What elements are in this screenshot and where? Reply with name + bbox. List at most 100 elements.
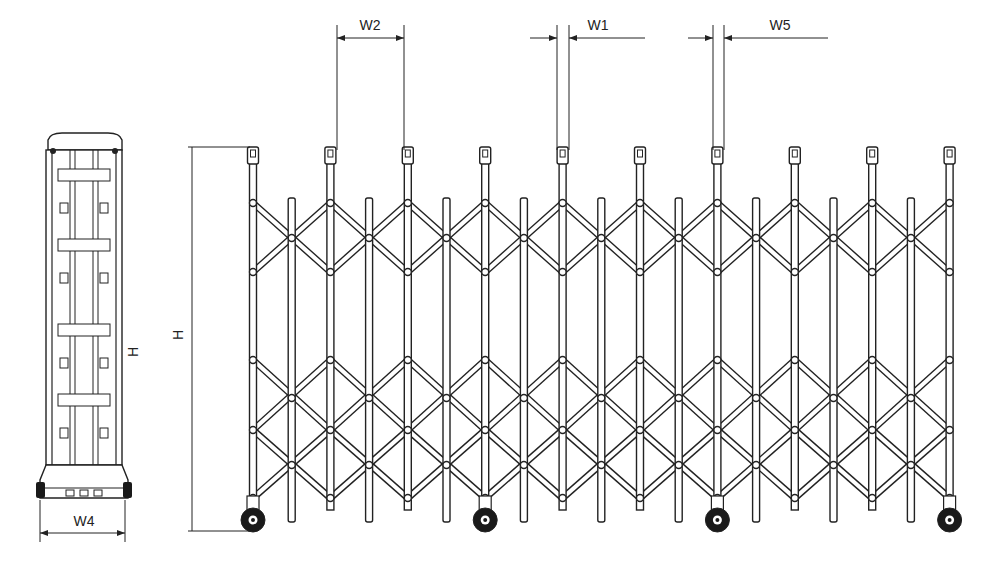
pivot <box>869 495 876 502</box>
dimension-label: W2 <box>358 17 383 33</box>
wheel-hub <box>945 516 954 525</box>
pivot <box>288 395 295 402</box>
pivot <box>791 269 798 276</box>
dimension-label: W4 <box>72 513 97 529</box>
dimension-line <box>337 38 404 39</box>
pivot <box>753 462 760 469</box>
pivot <box>675 395 682 402</box>
post-cap <box>480 147 491 164</box>
pivot <box>520 235 527 242</box>
pivot <box>288 462 295 469</box>
pivot <box>791 200 798 207</box>
intermediate-post <box>366 198 373 522</box>
side-base <box>40 465 128 498</box>
pivot <box>404 269 411 276</box>
wheel-hub <box>713 516 722 525</box>
side-bolt <box>112 148 118 154</box>
side-bracket <box>58 394 110 406</box>
side-pin <box>100 428 108 438</box>
dimension-arrow <box>337 35 345 41</box>
dimension-label: W5 <box>768 17 793 33</box>
dimension-arrow <box>569 35 577 41</box>
pivot <box>869 427 876 434</box>
post-cap <box>867 147 878 164</box>
intermediate-post <box>288 198 295 522</box>
intermediate-post <box>907 198 914 522</box>
side-base-detail <box>94 490 102 496</box>
main-post <box>250 160 257 510</box>
pivot <box>675 235 682 242</box>
pivot <box>482 269 489 276</box>
pivot <box>327 427 334 434</box>
extension-line <box>404 25 405 150</box>
pivot <box>250 427 257 434</box>
pivot <box>637 357 644 364</box>
pivot <box>791 427 798 434</box>
post-cap <box>944 147 955 164</box>
pivot <box>288 235 295 242</box>
wheel-axle <box>948 518 952 522</box>
post-cap-detail <box>560 150 565 157</box>
post-cap-detail <box>715 150 720 157</box>
side-pin <box>100 358 108 368</box>
pivot <box>559 200 566 207</box>
pivot <box>714 357 721 364</box>
wheel <box>705 508 729 532</box>
pivot <box>869 200 876 207</box>
pivot <box>250 357 257 364</box>
main-post <box>559 160 566 510</box>
dimension-arrow <box>40 530 48 536</box>
pivot <box>404 200 411 207</box>
pivot <box>637 269 644 276</box>
wheel-axle <box>715 518 719 522</box>
wheel <box>473 508 497 532</box>
pivot <box>598 395 605 402</box>
dimension-label: H <box>170 328 186 342</box>
post-cap-detail <box>870 150 875 157</box>
main-post <box>714 160 721 510</box>
wheel <box>241 508 265 532</box>
post-cap <box>789 147 800 164</box>
pivot <box>830 395 837 402</box>
post-cap-detail <box>251 150 256 157</box>
extension-line <box>40 500 41 542</box>
pivot <box>250 200 257 207</box>
pivot <box>366 235 373 242</box>
side-pin <box>60 273 68 283</box>
pivot <box>443 395 450 402</box>
side-frame-line <box>115 150 116 465</box>
pivot <box>791 495 798 502</box>
pivot <box>443 462 450 469</box>
dimension-arrow <box>396 35 404 41</box>
pivot <box>753 235 760 242</box>
extension-line <box>125 500 126 542</box>
pivot <box>830 462 837 469</box>
main-post <box>869 160 876 510</box>
intermediate-post <box>675 198 682 522</box>
side-frame-line <box>51 150 52 465</box>
pivot <box>404 427 411 434</box>
side-wheel <box>36 482 45 498</box>
side-inner-line <box>98 150 99 465</box>
pivot <box>830 235 837 242</box>
pivot <box>482 427 489 434</box>
side-inner-line <box>93 150 94 465</box>
pivot <box>946 269 953 276</box>
side-top-cap <box>48 133 122 150</box>
pivot <box>714 427 721 434</box>
side-pin <box>100 273 108 283</box>
pivot <box>637 200 644 207</box>
pivot <box>637 495 644 502</box>
dimension-label: W1 <box>586 17 611 33</box>
main-post <box>791 160 798 510</box>
post-cap-detail <box>638 150 643 157</box>
pivot <box>404 495 411 502</box>
pivot <box>946 357 953 364</box>
side-bracket <box>58 239 110 251</box>
dimension-arrow <box>549 35 557 41</box>
wheel-axle <box>483 518 487 522</box>
dimension-line <box>40 533 125 534</box>
pivot <box>559 357 566 364</box>
main-post <box>404 160 411 510</box>
main-post <box>637 160 644 510</box>
